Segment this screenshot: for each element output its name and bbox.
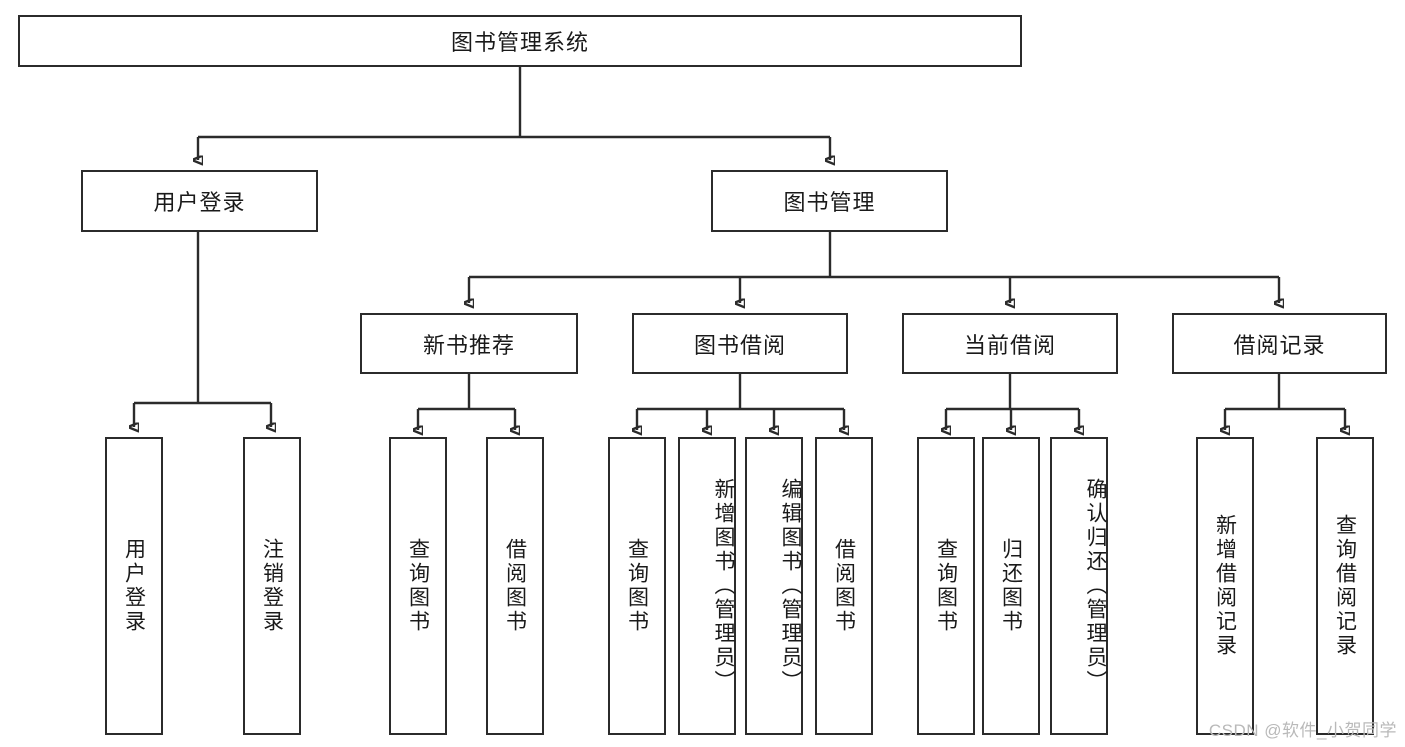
node-label: 新增图书（管理员） (712, 478, 735, 694)
leaf-current-confirm-return-admin[interactable]: 确认归还（管理员） (1050, 437, 1108, 735)
node-label: 当前借阅 (963, 332, 1056, 358)
node-label: 新书推荐 (422, 332, 515, 358)
leaf-recommend-borrow-book[interactable]: 借阅图书 (486, 437, 544, 735)
node-label: 用户登录 (122, 538, 146, 634)
leaf-user-logout[interactable]: 注销登录 (243, 437, 301, 735)
leaf-record-query-borrow-record[interactable]: 查询借阅记录 (1316, 437, 1374, 735)
node-borrow-record[interactable]: 借阅记录 (1172, 313, 1387, 374)
leaf-current-query-book[interactable]: 查询图书 (917, 437, 975, 735)
node-root-system[interactable]: 图书管理系统 (18, 15, 1022, 67)
leaf-borrow-query-book[interactable]: 查询图书 (608, 437, 666, 735)
node-label: 确认归还（管理员） (1084, 478, 1107, 694)
node-book-management[interactable]: 图书管理 (711, 170, 948, 232)
node-label: 注销登录 (260, 538, 284, 634)
node-label: 查询图书 (625, 538, 649, 634)
watermark-text: CSDN @软件_小贺同学 (1208, 721, 1397, 740)
node-label: 图书管理系统 (450, 30, 589, 55)
node-book-borrow[interactable]: 图书借阅 (632, 313, 848, 374)
node-label: 用户登录 (153, 190, 246, 215)
node-label: 归还图书 (999, 538, 1023, 634)
node-label: 查询借阅记录 (1333, 514, 1357, 658)
leaf-recommend-query-book[interactable]: 查询图书 (389, 437, 447, 735)
node-label: 图书借阅 (693, 332, 786, 358)
node-current-borrow[interactable]: 当前借阅 (902, 313, 1118, 374)
node-label: 查询图书 (406, 538, 430, 634)
node-label: 借阅记录 (1233, 332, 1326, 358)
leaf-borrow-add-book-admin[interactable]: 新增图书（管理员） (678, 437, 736, 735)
leaf-user-login[interactable]: 用户登录 (105, 437, 163, 735)
node-label: 新增借阅记录 (1213, 514, 1237, 658)
leaf-record-add-borrow-record[interactable]: 新增借阅记录 (1196, 437, 1254, 735)
node-label: 借阅图书 (832, 538, 856, 634)
node-user-login[interactable]: 用户登录 (81, 170, 318, 232)
leaf-borrow-borrow-book[interactable]: 借阅图书 (815, 437, 873, 735)
node-label: 借阅图书 (503, 538, 527, 634)
leaf-current-return-book[interactable]: 归还图书 (982, 437, 1040, 735)
leaf-borrow-edit-book-admin[interactable]: 编辑图书（管理员） (745, 437, 803, 735)
node-label: 查询图书 (934, 538, 958, 634)
node-new-book-recommend[interactable]: 新书推荐 (360, 313, 578, 374)
node-label: 编辑图书（管理员） (779, 478, 802, 694)
node-label: 图书管理 (783, 190, 876, 215)
